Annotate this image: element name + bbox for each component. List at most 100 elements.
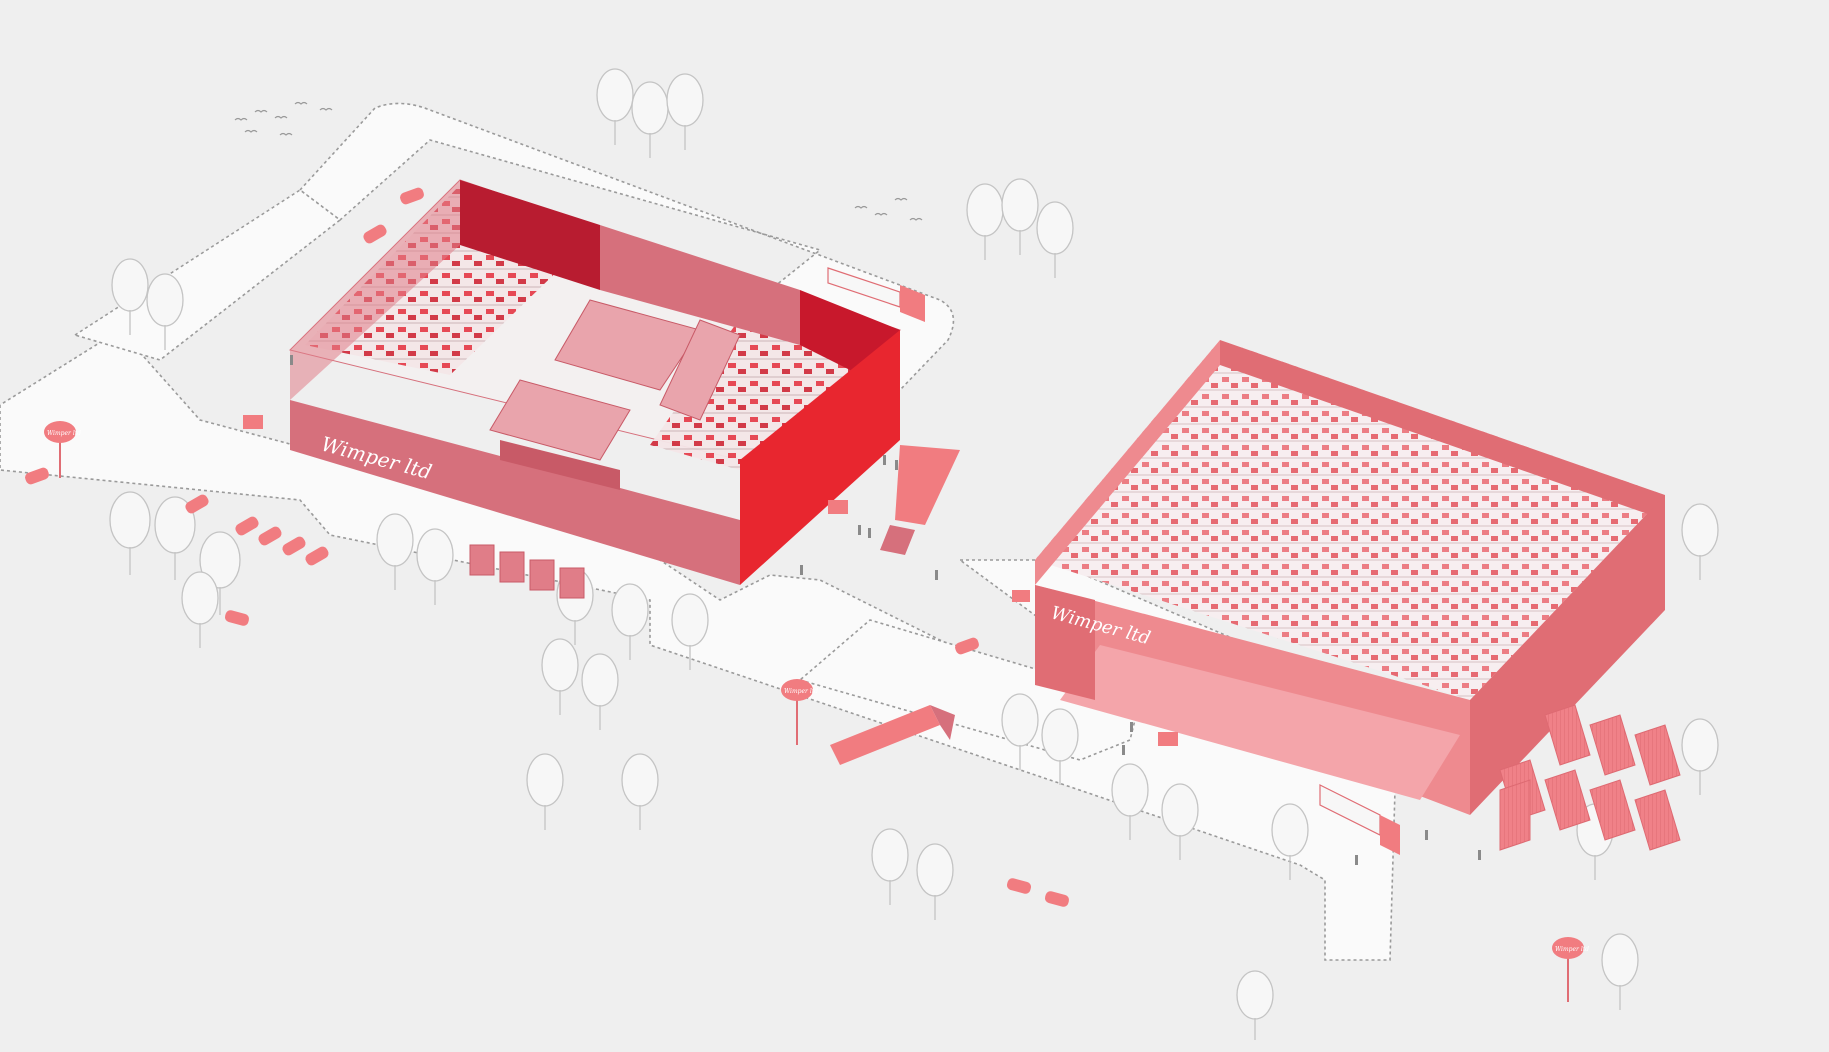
shipping-container-icon: [1544, 704, 1591, 766]
car-icon: [1006, 878, 1032, 894]
bird-icon: [319, 107, 333, 111]
shipping-container-icon: [1499, 779, 1531, 851]
tree-icon: [671, 593, 709, 670]
warehouse-old: Wimper ltd: [289, 179, 902, 599]
trucks: [827, 267, 1400, 855]
car-icon: [235, 516, 259, 536]
tree-icon: [541, 638, 579, 715]
bird-icon: [254, 109, 268, 113]
truck-icon: [827, 267, 925, 322]
bird-icon: [234, 117, 248, 121]
warehouse-new-back-wall: [1220, 340, 1665, 520]
forklifts: [243, 415, 1178, 746]
trees: [109, 68, 1719, 1040]
road-left-spur: [73, 189, 342, 361]
bird-icon: [244, 129, 258, 133]
tree-icon: [666, 73, 704, 150]
tree-icon: [581, 653, 619, 730]
road-sign-icon: Wimper ltd: [44, 421, 81, 478]
shipping-container-icon: [1589, 714, 1636, 776]
warehouse-old-canopy: [500, 440, 620, 490]
tree-icon: [1236, 970, 1274, 1040]
person-icon: [1130, 722, 1133, 732]
car-icon: [282, 536, 306, 556]
shipping-container-icon: [1544, 769, 1591, 831]
car-icon: [400, 187, 424, 205]
car-icon: [25, 467, 49, 485]
tree-icon: [1001, 693, 1039, 770]
warehouse-new-left-wall: [1035, 340, 1220, 585]
tree-icon: [416, 528, 454, 605]
road-sign-text: Wimper ltd: [1555, 946, 1589, 953]
car-icon: [185, 494, 209, 514]
tree-icon: [1681, 503, 1719, 580]
warehouse-new: Wimper ltd: [1035, 340, 1665, 815]
person-icon: [883, 455, 886, 465]
tree-icon: [146, 273, 184, 350]
tree-icon: [1036, 201, 1074, 278]
tree-icon: [154, 496, 196, 580]
person-icon: [290, 355, 293, 365]
tree-icon: [376, 513, 414, 590]
tree-icon: [109, 491, 151, 575]
tree-icon: [871, 828, 909, 905]
warehouse-old-front-wall: [290, 400, 740, 585]
person-icon: [1355, 855, 1358, 865]
shipping-containers: [1499, 704, 1681, 851]
bird-icon: [279, 132, 293, 136]
road-sign-icon: Wimper ltd: [781, 679, 818, 745]
shipping-container-icon: [1634, 724, 1681, 786]
tree-icon: [181, 571, 219, 648]
tree-icon: [966, 183, 1004, 260]
cars: [25, 187, 1070, 907]
person-icon: [1425, 830, 1428, 840]
warehouse-new-office-block: [1035, 585, 1095, 700]
forklift-icon: [1158, 732, 1178, 746]
person-icon: [1478, 850, 1481, 860]
warehouse-old-back-wall-mid: [600, 225, 800, 345]
bird-icon: [874, 212, 888, 216]
tree-icon: [526, 753, 564, 830]
forklift-icon: [243, 415, 263, 429]
warehouse-new-right-wall: [1470, 495, 1665, 815]
people: [290, 355, 1481, 865]
car-icon: [305, 546, 329, 566]
warehouse-old-loading-bays: [469, 544, 585, 599]
tree-icon: [1681, 718, 1719, 795]
tree-icon: [611, 583, 649, 660]
tree-icon: [1161, 783, 1199, 860]
forklift-icon: [1012, 590, 1030, 602]
tree-icon: [1001, 178, 1039, 255]
road-sign-text: Wimper ltd: [47, 430, 81, 437]
tree-icon: [596, 68, 634, 145]
warehouse-new-floor: [1035, 340, 1665, 700]
tree-icon: [1041, 708, 1079, 785]
tree-icon: [111, 258, 149, 335]
car-icon: [224, 610, 250, 626]
birds: [234, 101, 923, 221]
truck-icon: [830, 705, 955, 765]
forklift-icon: [828, 500, 848, 514]
bird-icon: [894, 197, 908, 201]
bird-icon: [909, 217, 923, 221]
tree-icon: [1111, 763, 1149, 840]
road-sign-text: Wimper ltd: [784, 688, 818, 695]
tree-icon: [621, 753, 659, 830]
shipping-container-icon: [1634, 789, 1681, 851]
person-icon: [800, 565, 803, 575]
person-icon: [895, 460, 898, 470]
warehouse-old-back-wall-left: [460, 180, 600, 290]
car-icon: [955, 637, 979, 655]
bird-icon: [294, 101, 308, 105]
truck-icon: [1319, 784, 1400, 855]
shipping-container-icon: [1589, 779, 1636, 841]
warehouse-new-canopy: [1060, 645, 1460, 800]
warehouse-old-left-wall: [290, 180, 460, 400]
warehouse-old-right-wall: [740, 330, 900, 585]
road-signs: Wimper ltd Wimper ltd Wimper ltd: [44, 421, 1589, 1002]
tree-icon: [631, 81, 669, 158]
bird-icon: [274, 115, 288, 119]
tree-icon: [916, 843, 954, 920]
person-icon: [935, 570, 938, 580]
